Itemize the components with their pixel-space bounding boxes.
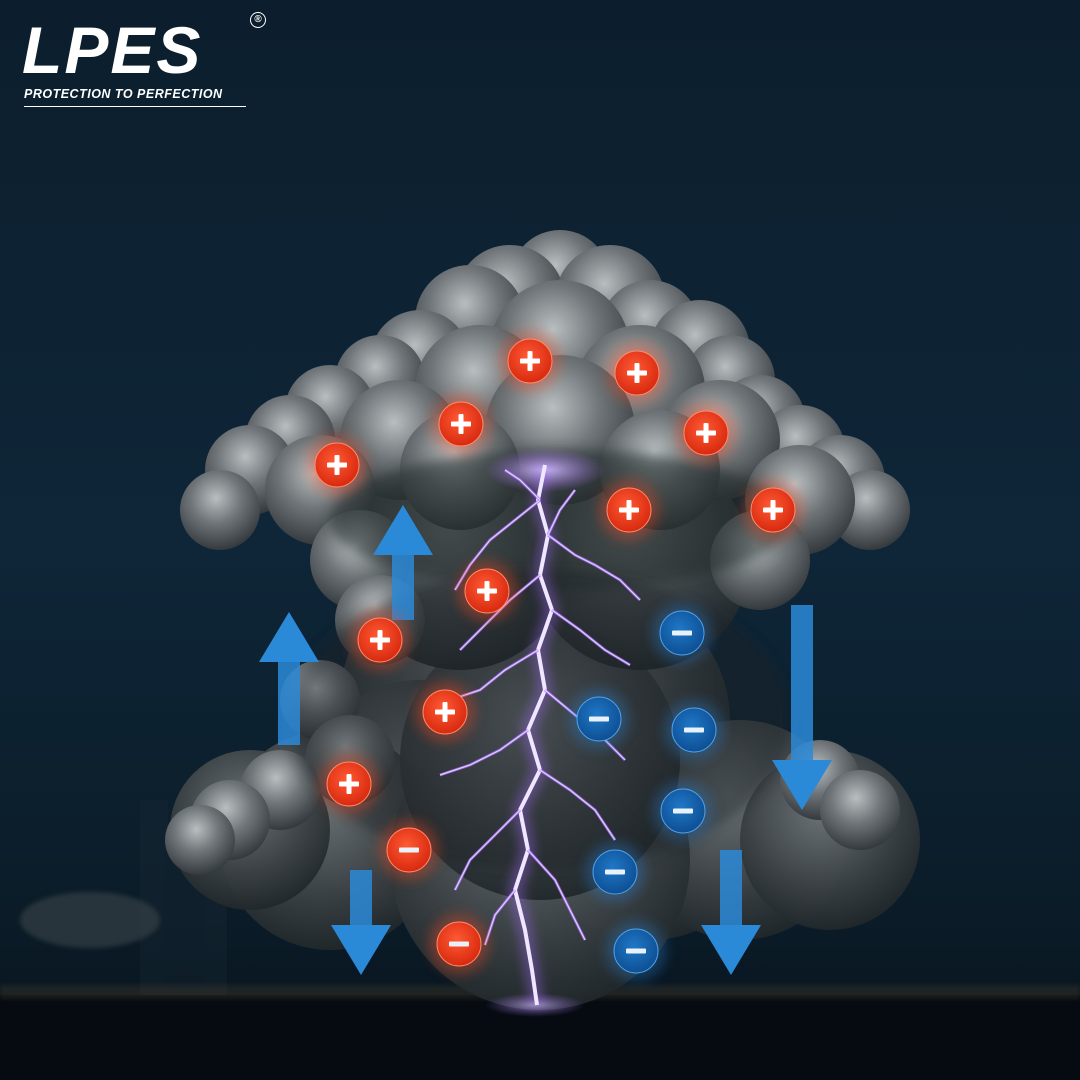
small-cloud bbox=[20, 892, 160, 948]
positive-charge bbox=[415, 682, 475, 742]
registered-mark: ® bbox=[250, 12, 266, 28]
brand-logo: LPES ® PROTECTION TO PERFECTION bbox=[22, 12, 267, 114]
updraft-arrow-lower bbox=[259, 612, 319, 745]
charge-markers bbox=[307, 331, 803, 981]
updraft-arrow-upper bbox=[373, 505, 433, 620]
downdraft-arrow-left bbox=[331, 870, 391, 975]
positive-charge bbox=[350, 610, 410, 670]
positive-charge bbox=[676, 403, 736, 463]
negative-charge bbox=[664, 700, 724, 760]
downdraft-arrow-right bbox=[772, 605, 832, 810]
positive-charge bbox=[457, 561, 517, 621]
positive-charge bbox=[607, 343, 667, 403]
negative-charge bbox=[653, 781, 713, 841]
downdraft-arrow-bottom-right bbox=[701, 850, 761, 975]
negative-charge bbox=[606, 921, 666, 981]
negative-charge bbox=[569, 689, 629, 749]
positive-charge bbox=[431, 394, 491, 454]
brand-name: LPES bbox=[22, 13, 203, 87]
positive-charge bbox=[319, 754, 379, 814]
tagline-underline bbox=[24, 106, 246, 107]
brand-tagline: PROTECTION TO PERFECTION bbox=[24, 87, 223, 101]
positive-charge bbox=[500, 331, 560, 391]
positive-charge bbox=[307, 435, 367, 495]
negative-charge bbox=[652, 603, 712, 663]
positive-charge bbox=[599, 480, 659, 540]
negative-charge bbox=[585, 842, 645, 902]
charge-flow-arrows bbox=[259, 505, 832, 975]
negative-charge-red bbox=[429, 914, 489, 974]
negative-charge-red bbox=[379, 820, 439, 880]
lightning-bolt bbox=[439, 448, 642, 1017]
positive-charge bbox=[743, 480, 803, 540]
